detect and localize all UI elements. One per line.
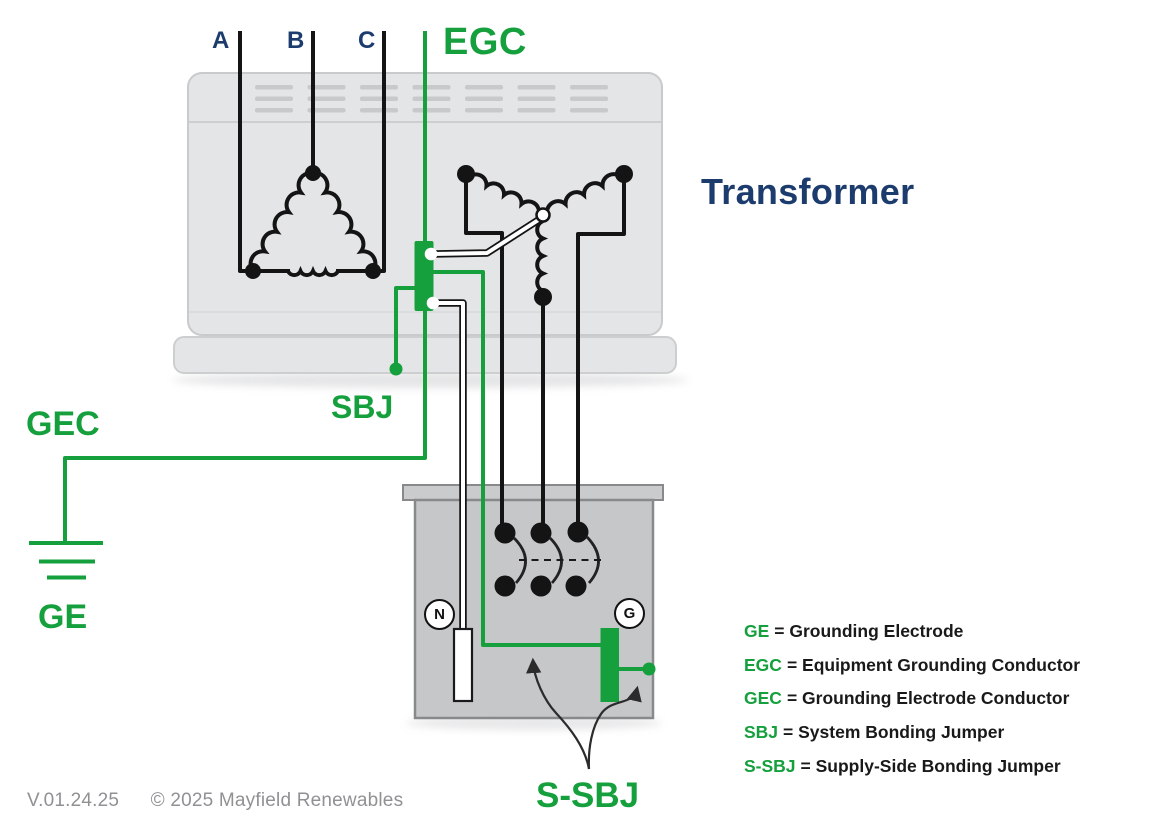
ground-terminal-badge: G <box>614 598 645 629</box>
egc-label: EGC <box>443 21 527 63</box>
secondary-right-wire <box>576 174 626 533</box>
legend-item-sbj: SBJ = System Bonding Jumper <box>744 722 1005 743</box>
version-text: V.01.24.25 <box>27 790 120 811</box>
busbar-terminals <box>424 247 440 310</box>
ground-electrode-symbol <box>29 541 103 580</box>
legend-item-egc: EGC = Equipment Grounding Conductor <box>744 654 1081 675</box>
wye-winding <box>467 172 623 293</box>
neutral-conductors <box>432 213 546 632</box>
grounding-wires <box>63 31 644 671</box>
ssbj-arrows <box>526 657 642 770</box>
sbj-label: SBJ <box>331 389 394 425</box>
sbj-wire <box>394 286 415 364</box>
sbj-terminal-dot <box>389 362 403 376</box>
legend-item-ssbj: S-SBJ = Supply-Side Bonding Jumper <box>744 755 1061 776</box>
legend-item-ge: GE = Grounding Electrode <box>744 621 964 642</box>
phase-c-label: C <box>358 27 376 54</box>
ground-bar <box>600 628 619 702</box>
gec-label: GEC <box>26 405 100 443</box>
ssbj-terminal-dot <box>642 662 656 676</box>
breaker <box>494 521 605 597</box>
wye-neutral-point <box>535 207 551 223</box>
transformer-title: Transformer <box>701 171 915 212</box>
panel-egc-run <box>433 270 601 647</box>
delta-winding <box>248 170 378 278</box>
neutral-bar <box>452 627 474 703</box>
neutral-terminal-badge: N <box>424 599 455 630</box>
legend-item-gec: GEC = Grounding Electrode Conductor <box>744 688 1070 709</box>
phase-b-label: B <box>287 27 305 54</box>
breaker-terminals <box>494 521 589 597</box>
ge-label: GE <box>38 598 88 636</box>
phase-a-label: A <box>212 27 230 54</box>
legend: GE = Grounding Electrode EGC = Equipment… <box>744 615 1080 783</box>
vent-slots <box>255 85 608 113</box>
gec-wire <box>63 310 427 541</box>
junction-dots <box>245 165 633 306</box>
panel-flange <box>402 484 664 501</box>
footer: V.01.24.25 © 2025 Mayfield Renewables <box>27 790 403 812</box>
copyright-text: © 2025 Mayfield Renewables <box>150 790 404 811</box>
secondary-left-wire <box>464 174 504 533</box>
s-sbj-label: S-SBJ <box>536 776 640 815</box>
